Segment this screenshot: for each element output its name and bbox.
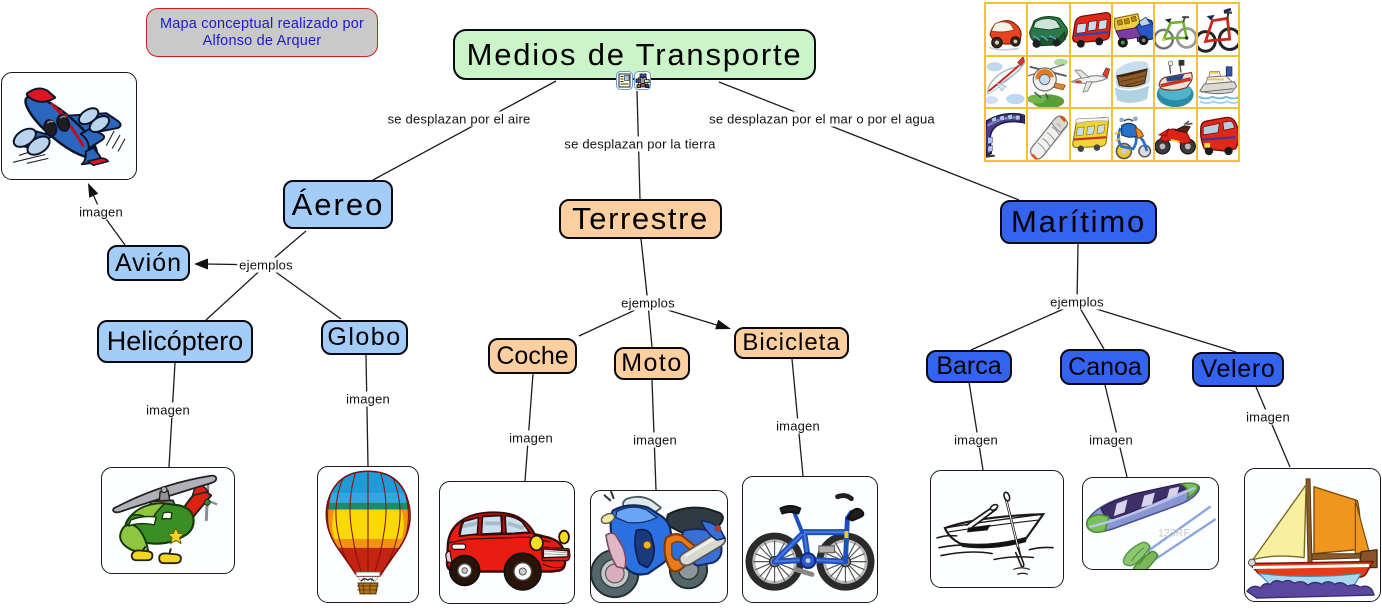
svg-text:123RF: 123RF [1158, 528, 1191, 540]
